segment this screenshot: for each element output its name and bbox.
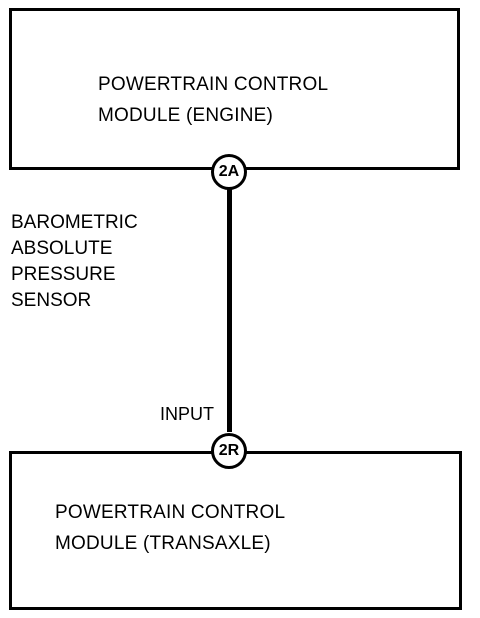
pcm-transaxle-label: POWERTRAIN CONTROL MODULE (TRANSAXLE) <box>55 497 285 559</box>
pcm-transaxle-label-line1: POWERTRAIN CONTROL <box>55 502 286 523</box>
pcm-engine-box: POWERTRAIN CONTROL MODULE (ENGINE) <box>9 8 460 170</box>
signal-name-line4: SENSOR <box>11 290 92 311</box>
input-label: INPUT <box>160 404 214 424</box>
pcm-engine-label-line2: MODULE (ENGINE) <box>98 105 274 126</box>
signal-name-line1: BAROMETRIC <box>11 212 138 233</box>
signal-wire <box>227 186 232 432</box>
barometric-sensor-label: BAROMETRIC ABSOLUTE PRESSURE SENSOR <box>11 210 138 314</box>
signal-name-line3: PRESSURE <box>11 264 116 285</box>
signal-name-line2: ABSOLUTE <box>11 238 113 259</box>
pcm-engine-label: POWERTRAIN CONTROL MODULE (ENGINE) <box>98 69 328 131</box>
pcm-transaxle-label-line2: MODULE (TRANSAXLE) <box>55 533 271 554</box>
connector-2r: 2R <box>211 433 247 469</box>
pcm-engine-label-line1: POWERTRAIN CONTROL <box>98 74 329 95</box>
pcm-transaxle-box: POWERTRAIN CONTROL MODULE (TRANSAXLE) <box>9 451 462 610</box>
connector-2a: 2A <box>211 154 247 190</box>
